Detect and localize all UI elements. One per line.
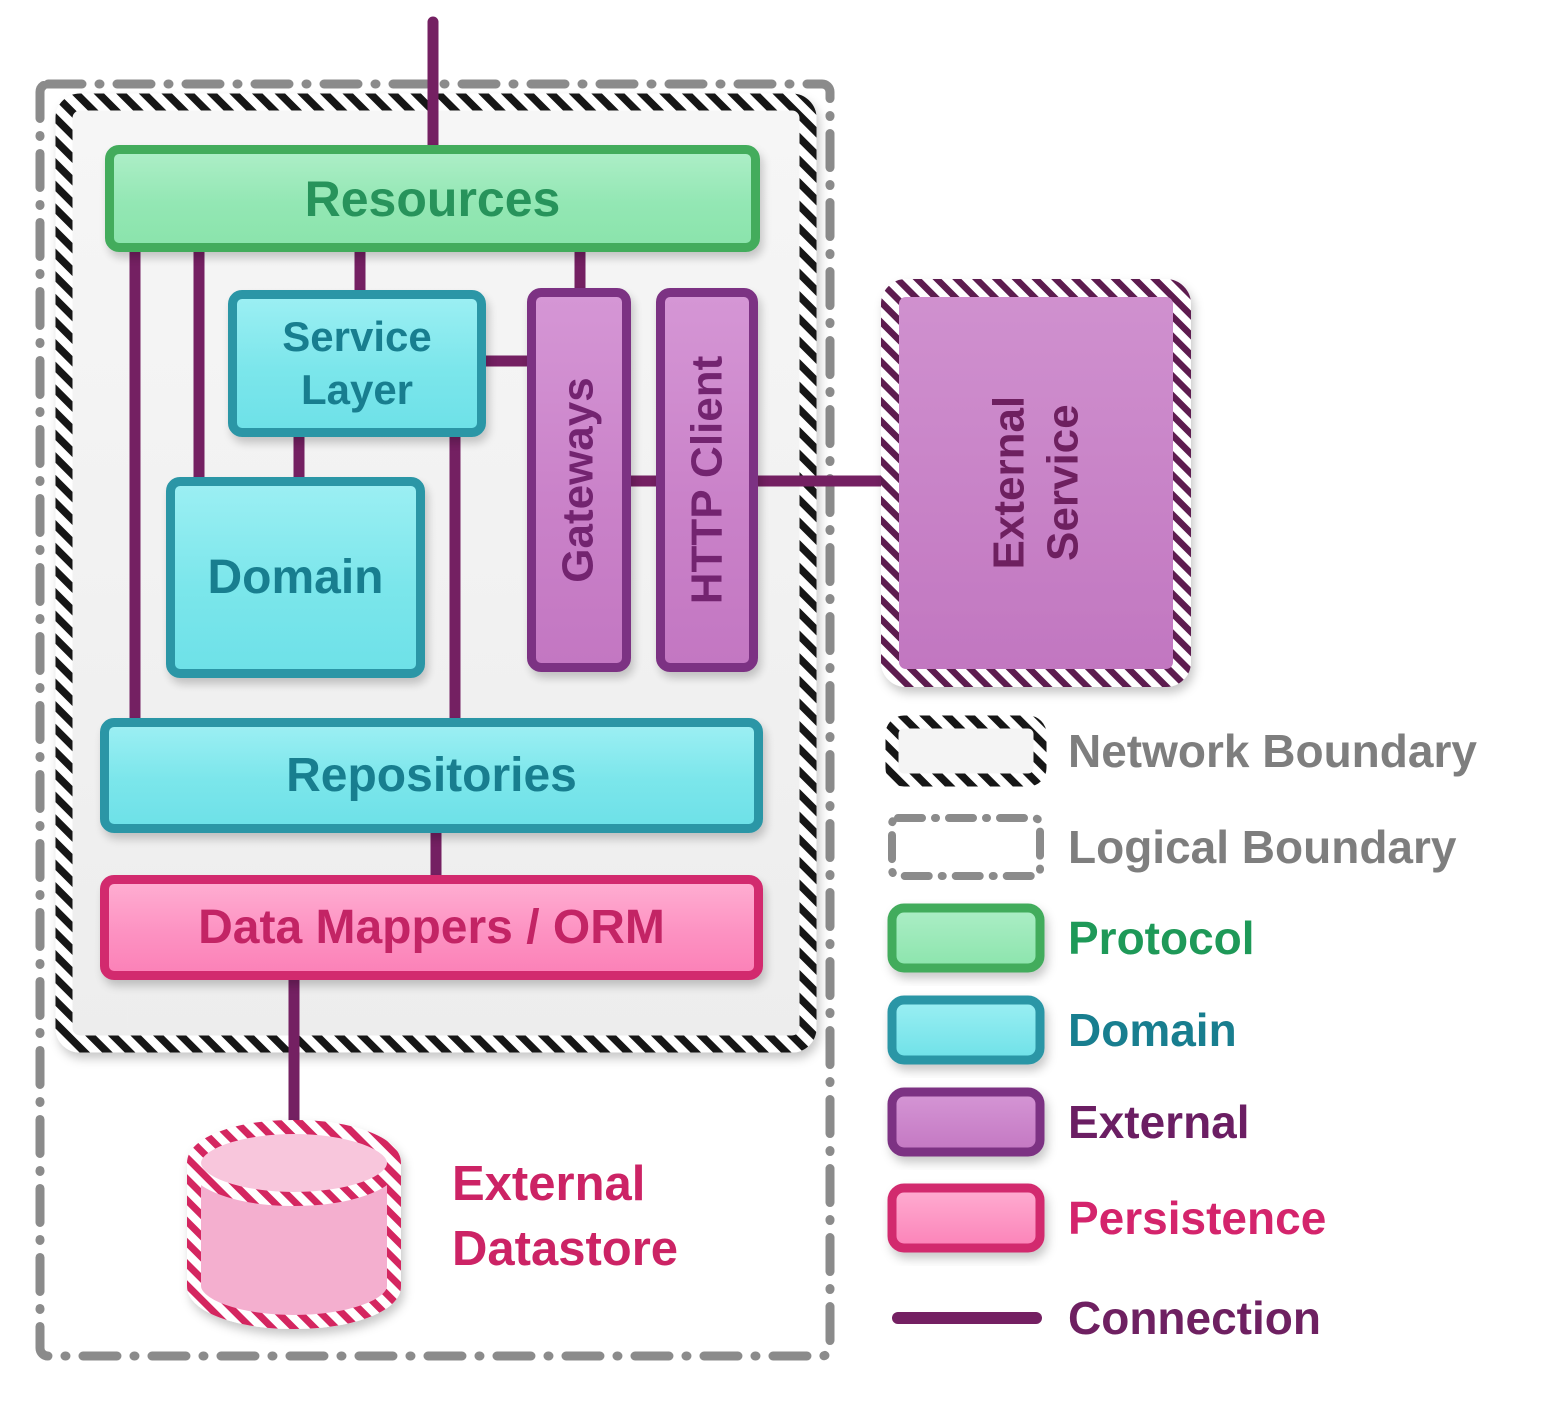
node-repositories: Repositories [100, 718, 763, 833]
datastore-cylinder-body [187, 1163, 401, 1329]
node-repositories-label: Repositories [286, 749, 577, 802]
node-data-mappers-label: Data Mappers / ORM [198, 901, 665, 954]
external-datastore-label: External Datastore [452, 1157, 679, 1276]
legend-swatch-logical-boundary [888, 814, 1044, 880]
node-service-layer-label: Service Layer [282, 313, 432, 413]
legend-swatch-persistence [887, 1183, 1045, 1253]
legend-swatch-domain [887, 995, 1045, 1065]
node-http-client-label: HTTP Client [682, 355, 731, 605]
node-data-mappers: Data Mappers / ORM [100, 875, 763, 980]
node-external-service-label: External Service [984, 396, 1087, 570]
node-external-service: External Service [890, 288, 1182, 678]
connections [129, 16, 906, 1156]
node-domain-label: Domain [207, 551, 384, 604]
legend-label-protocol: Protocol [1068, 912, 1255, 964]
node-resources-label: Resources [304, 170, 561, 227]
logical-boundary [35, 79, 835, 1361]
legend-label-logical-boundary: Logical Boundary [1068, 821, 1457, 873]
legend-swatches [885, 715, 1047, 1324]
legend-swatch-external [887, 1087, 1045, 1157]
external-datastore-cylinder [187, 1120, 401, 1329]
node-resources: Resources [105, 145, 760, 252]
node-service-layer: Service Layer [228, 290, 486, 437]
legend-label-persistence: Persistence [1068, 1192, 1327, 1244]
external-service-box [881, 279, 1191, 687]
legend-swatch-protocol [887, 903, 1045, 973]
legend-label-network-boundary: Network Boundary [1068, 725, 1477, 777]
node-domain: Domain [166, 477, 425, 678]
datastore-cylinder-top [187, 1120, 401, 1206]
legend-label-domain: Domain [1068, 1004, 1237, 1056]
legend-label-external: External [1068, 1096, 1250, 1148]
node-http-client: HTTP Client [656, 288, 758, 672]
legend-label-connection: Connection [1068, 1292, 1321, 1344]
node-gateways-label: Gateways [554, 377, 603, 583]
node-gateways: Gateways [527, 288, 631, 672]
legend-swatch-network-boundary [885, 715, 1047, 787]
